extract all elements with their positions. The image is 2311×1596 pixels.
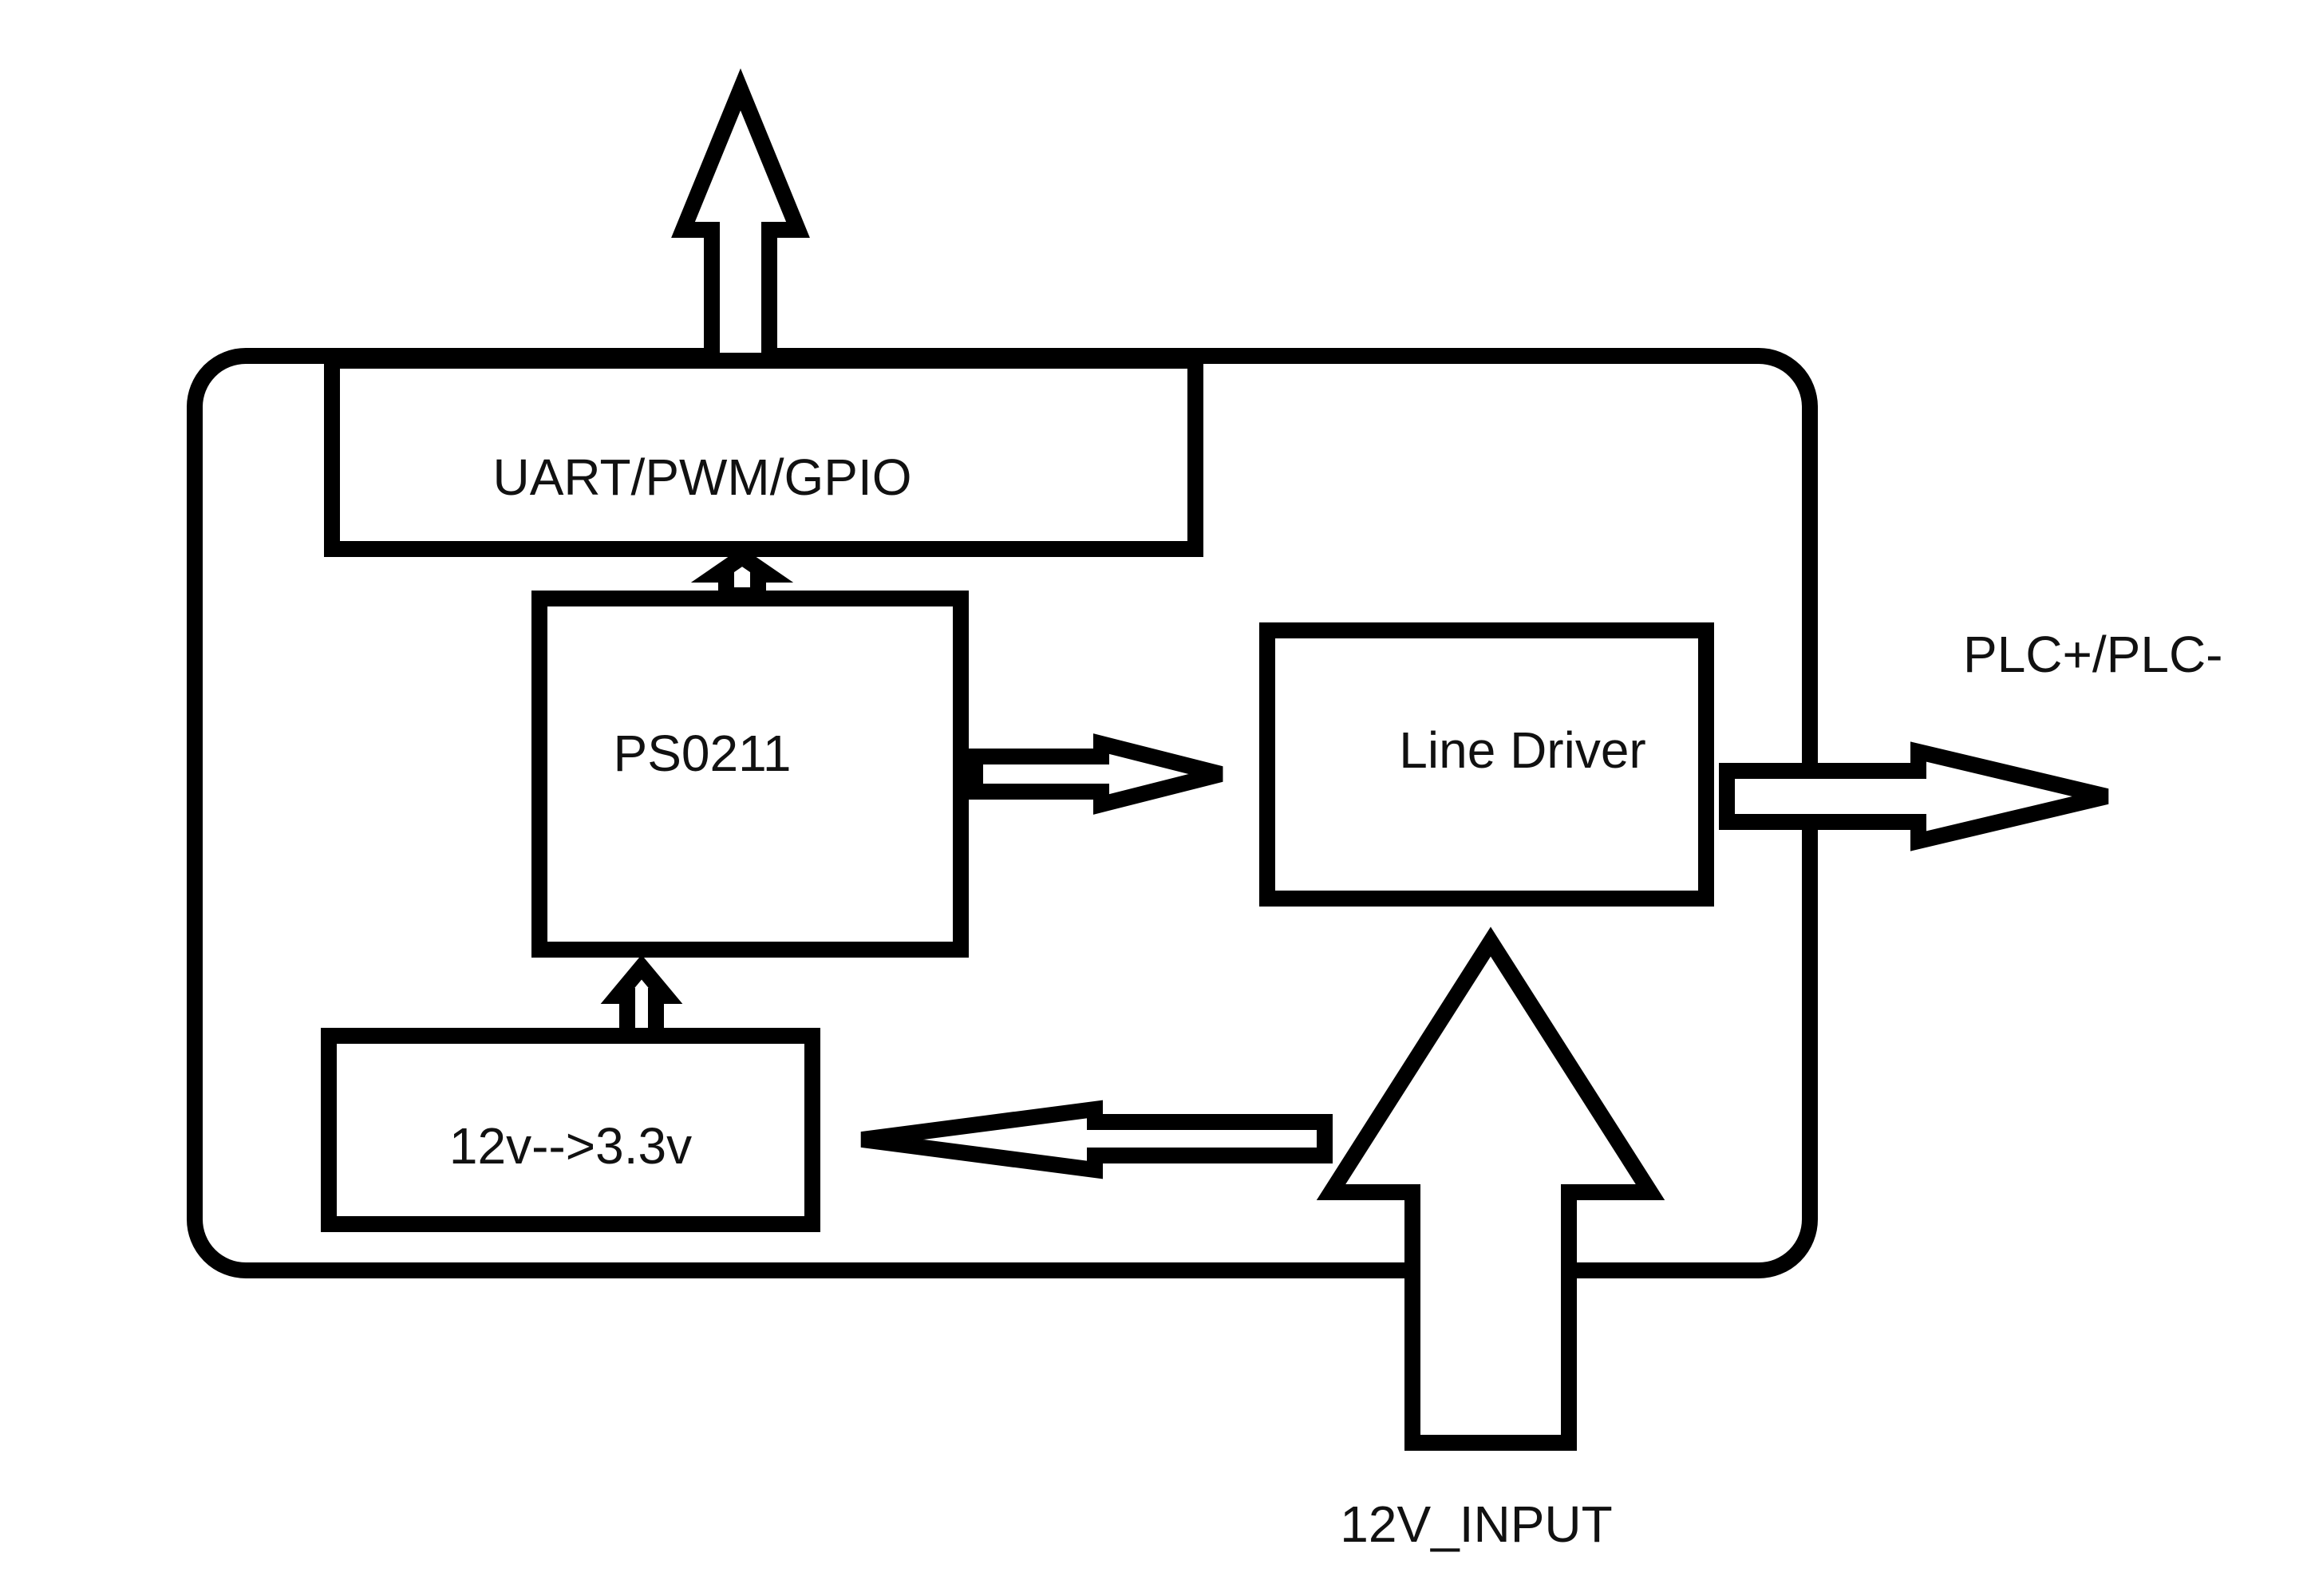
plc-output-arrow [1719, 741, 2109, 851]
mcu-block-label: PS0211 [614, 725, 792, 782]
regulator-block-label: 12v-->3.3v [449, 1117, 692, 1175]
power-input-label: 12V_INPUT [1340, 1495, 1612, 1553]
mcu-to-line-driver-arrow [967, 733, 1223, 815]
interface-output-arrow [671, 68, 810, 369]
regulator-to-mcu-arrow [600, 954, 683, 1044]
interface-block [324, 353, 1203, 557]
regulator-block [321, 1028, 820, 1232]
interface-block-label: UART/PWM/GPIO [492, 448, 911, 506]
power-to-regulator-arrow [860, 1100, 1333, 1179]
plc-output-label: PLC+/PLC- [1963, 626, 2222, 683]
line-driver-block [1259, 622, 1714, 907]
mcu-to-interface-connector [690, 547, 794, 603]
mcu-block [531, 591, 969, 958]
line-driver-block-label: Line Driver [1399, 721, 1645, 779]
power-input-arrow [1316, 926, 1665, 1451]
